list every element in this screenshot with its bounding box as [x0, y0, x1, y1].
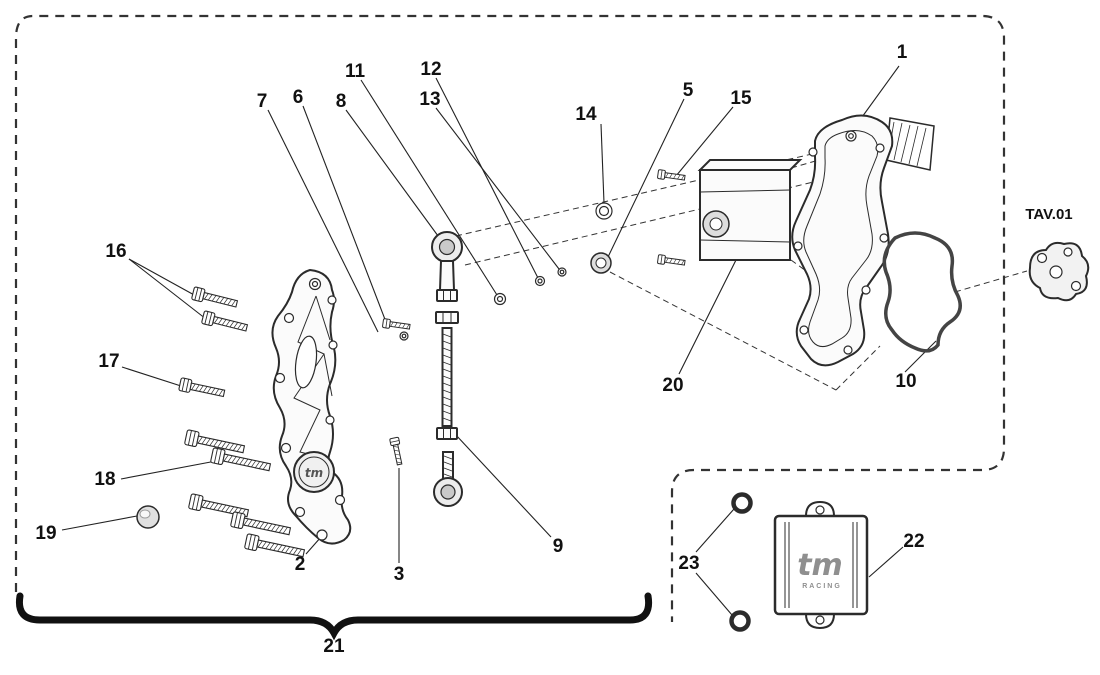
part-10-gasket [882, 231, 962, 353]
callout-5: 5 [683, 80, 694, 101]
callout-7: 7 [257, 91, 268, 112]
part-22-cover: tm RACING [773, 500, 869, 630]
callout-11: 11 [345, 61, 366, 82]
part-20-box [697, 159, 803, 261]
callout-15: 15 [730, 88, 752, 109]
callout-8: 8 [336, 91, 347, 112]
orings-23 [729, 492, 753, 632]
callout-tav01: TAV.01 [1025, 206, 1072, 223]
part-19-washer [136, 505, 160, 529]
group-bracket-21 [15, 592, 653, 641]
callout-3: 3 [394, 564, 405, 585]
callout-18: 18 [94, 469, 115, 490]
callout-23: 23 [678, 553, 699, 574]
rod-end-assembly [381, 231, 463, 507]
part-2-chain-guide-plate: tm [271, 268, 352, 545]
callout-14: 14 [575, 104, 597, 125]
cover-tm-logo: tm [797, 548, 843, 583]
dashed-border [14, 14, 1006, 622]
callout-13: 13 [419, 89, 440, 110]
plate-tm-logo: tm [305, 466, 323, 480]
callout-19: 19 [35, 523, 56, 544]
callout-9: 9 [553, 536, 564, 557]
tav01-reference-part [1028, 241, 1090, 302]
callout-20: 20 [662, 375, 683, 396]
cover-racing-text: RACING [802, 583, 842, 590]
callout-labels: 1 2 3 5 6 7 8 9 10 11 12 13 14 15 16 17 … [35, 42, 1072, 657]
bolt-17 [178, 377, 226, 401]
callout-21: 21 [323, 636, 345, 657]
callout-1: 1 [897, 42, 908, 63]
bolts-16 [190, 286, 249, 335]
callout-10: 10 [895, 371, 916, 392]
small-washers [493, 202, 613, 306]
callout-22: 22 [903, 531, 924, 552]
callout-16: 16 [105, 241, 126, 262]
part-1-cover [791, 114, 935, 367]
callout-6: 6 [293, 87, 304, 108]
callout-2: 2 [295, 554, 306, 575]
callout-17: 17 [98, 351, 119, 372]
callout-12: 12 [420, 59, 441, 80]
